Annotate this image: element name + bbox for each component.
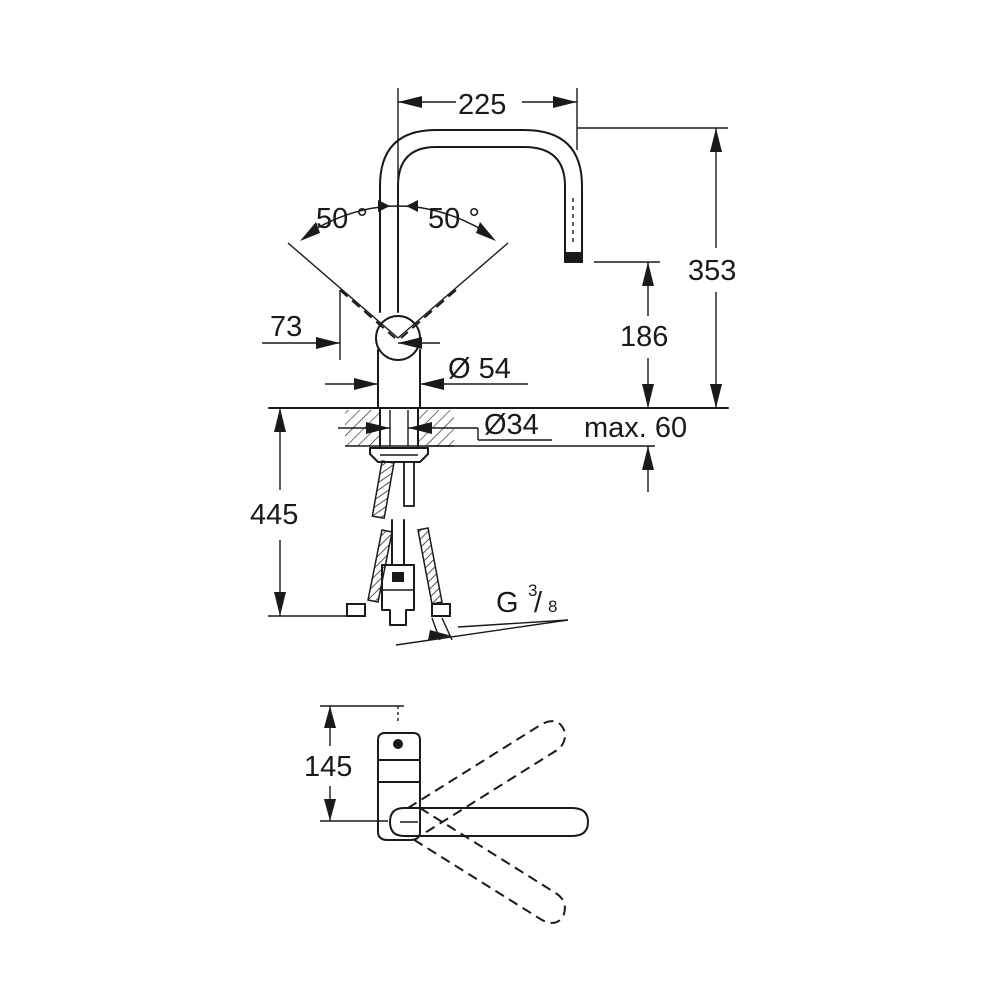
label-spout-reach: 225 bbox=[458, 89, 506, 121]
dimension-lines bbox=[262, 88, 728, 646]
faucet-side-view bbox=[375, 129, 583, 409]
label-spout-height: 186 bbox=[620, 321, 668, 353]
swivel-angle-lines bbox=[287, 200, 509, 339]
label-max-thickness: max. 60 bbox=[584, 412, 687, 444]
label-total-height: 353 bbox=[688, 255, 736, 287]
label-connection-slash: / bbox=[534, 587, 543, 619]
faucet-top-view bbox=[320, 705, 589, 924]
label-connection-num: 3 bbox=[528, 581, 537, 600]
label-swivel-right: 50 ° bbox=[428, 203, 480, 235]
label-body-diameter: Ø 54 bbox=[448, 353, 511, 385]
label-hose-length: 445 bbox=[250, 499, 298, 531]
supply-hoses bbox=[346, 460, 453, 641]
dimension-labels: 225 50 ° 50 ° 73 Ø 54 353 186 Ø34 max. 6… bbox=[250, 89, 736, 783]
label-connection-den: 8 bbox=[548, 597, 557, 616]
label-hole-diameter: Ø34 bbox=[484, 409, 539, 441]
label-top-depth: 145 bbox=[304, 751, 352, 783]
label-swivel-left: 50 ° bbox=[316, 203, 368, 235]
label-connection: G bbox=[496, 587, 519, 619]
label-lever-offset: 73 bbox=[270, 311, 302, 343]
